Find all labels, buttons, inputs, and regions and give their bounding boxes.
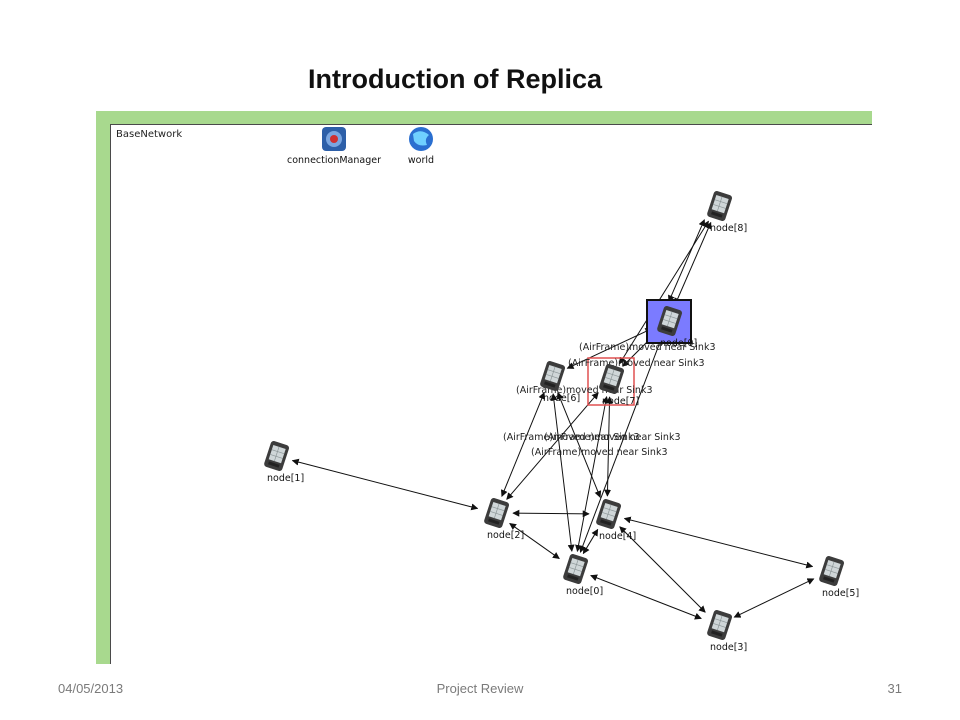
module-label: connectionManager <box>287 155 381 166</box>
node-label: node[4] <box>599 531 636 542</box>
message-label: (AirFrame)moved near Sink3 <box>544 432 681 443</box>
footer-title: Project Review <box>436 681 524 696</box>
handheld-device-icon <box>262 439 291 473</box>
node-label: node[8] <box>710 223 747 234</box>
link-node4-node0 <box>582 528 599 555</box>
network-canvas: BaseNetwork connectionMa <box>110 124 872 664</box>
link-node3-node5 <box>733 578 815 618</box>
network-node-node3[interactable]: node[3] <box>705 608 747 653</box>
nodes-layer: node[8] node[0] node[6] node[7] node[1] node[… <box>262 189 859 653</box>
node-label: node[5] <box>822 588 859 599</box>
module-label: world <box>408 155 434 166</box>
handheld-device-icon <box>705 608 734 642</box>
link-node6-node4 <box>556 392 602 498</box>
network-node-node5[interactable]: node[5] <box>817 554 859 599</box>
link-node2-node0 <box>509 523 560 559</box>
network-node-node2[interactable]: node[2] <box>482 496 524 541</box>
messages-layer: (AirFrame)moved near Sink3(AirFrame)move… <box>503 342 716 458</box>
simulation-window: BaseNetwork connectionMa <box>96 111 872 664</box>
link-node7-node2 <box>506 392 599 500</box>
handheld-device-icon <box>482 496 511 530</box>
message-label: (AirFrame)moved near Sink3 <box>531 447 668 458</box>
network-node-node4[interactable]: node[4] <box>594 497 636 542</box>
message-label: (AirFrame)moved near Sink3 <box>568 358 705 369</box>
node-label: node[6] <box>543 393 580 404</box>
node-label: node[2] <box>487 530 524 541</box>
network-diagram: connectionManager world (AirFrame)moved … <box>262 127 859 653</box>
link-node1-node2 <box>291 458 479 511</box>
network-name-label: BaseNetwork <box>116 129 183 140</box>
page-number: 31 <box>887 681 902 696</box>
network-node-node8[interactable]: node[8] <box>705 189 747 234</box>
link-node2-node4 <box>512 509 590 518</box>
handheld-device-icon <box>561 552 590 586</box>
link-node7-node0 <box>575 395 609 553</box>
node-label: node[0] <box>660 338 697 349</box>
link-node0-node3 <box>590 574 702 620</box>
footer-date: 04/05/2013 <box>58 681 124 696</box>
handheld-device-icon <box>705 189 734 223</box>
node-label: node[3] <box>710 642 747 653</box>
module-connection-manager[interactable]: connectionManager <box>287 127 381 166</box>
outlined-node-highlight <box>587 357 635 406</box>
module-world[interactable]: world <box>408 127 434 166</box>
node-label: node[1] <box>267 473 304 484</box>
link-node8-node0a <box>668 219 706 303</box>
slide-title: Introduction of Replica <box>308 64 602 94</box>
link-node6-node0 <box>550 393 575 552</box>
message-label: (AirFrame)moved near Sink3 <box>579 342 716 353</box>
network-node-node0a[interactable]: node[0] <box>655 304 697 349</box>
network-node-node6[interactable]: node[6] <box>538 359 580 404</box>
handheld-device-icon <box>817 554 846 588</box>
message-label: (AirFrame)moved near Sink3 <box>516 385 653 396</box>
message-label: (AirFrame)moved near Sink3 <box>503 432 640 443</box>
links-layer <box>291 219 815 620</box>
network-node-node1[interactable]: node[1] <box>262 439 304 484</box>
network-node-node7[interactable]: node[7] <box>597 362 639 407</box>
node-label: node[0] <box>566 586 603 597</box>
node-label: node[7] <box>602 396 639 407</box>
link-node8-node0a <box>674 221 712 306</box>
network-node-node0[interactable]: node[0] <box>561 552 603 597</box>
